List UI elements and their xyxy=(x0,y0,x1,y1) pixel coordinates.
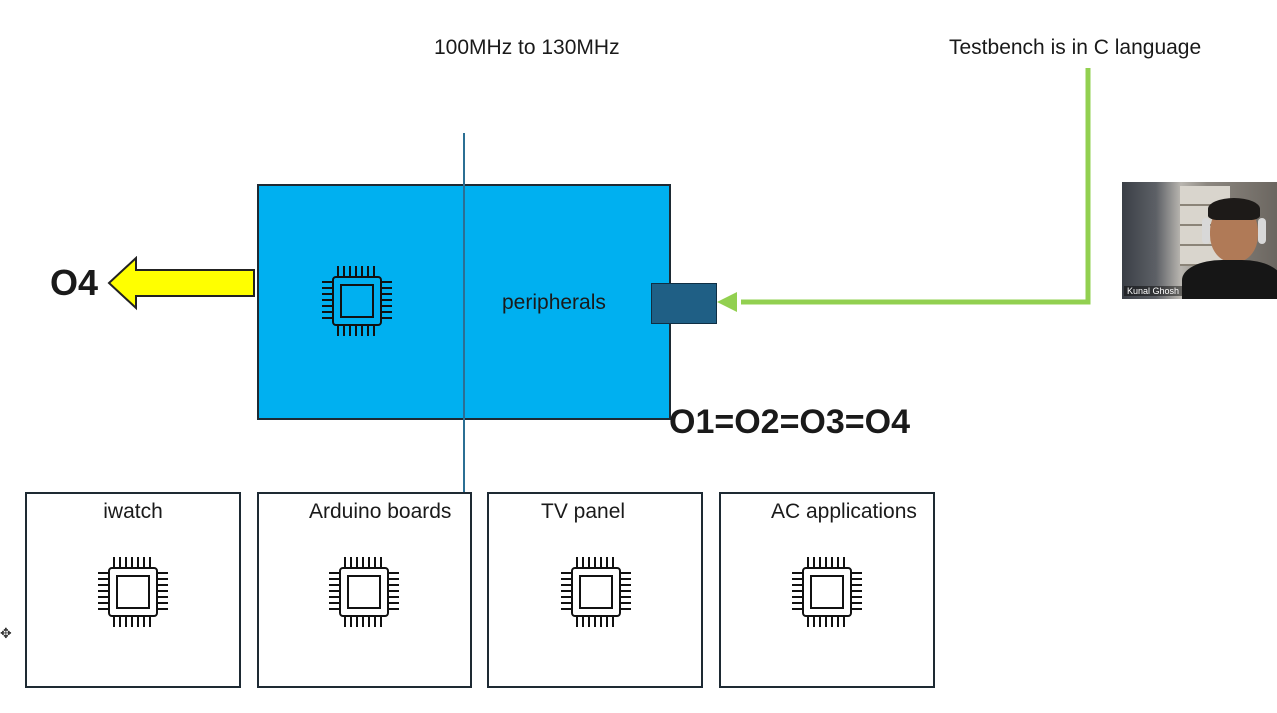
vertical-divider-line xyxy=(463,133,465,530)
participant-video-thumbnail[interactable]: Kunal Ghosh xyxy=(1122,182,1277,299)
move-cursor-icon: ✥ xyxy=(0,625,12,641)
device-label: TV panel xyxy=(541,500,626,523)
device-label: Arduino boards xyxy=(309,500,452,523)
equation-label: O1=O2=O3=O4 xyxy=(669,403,910,441)
participant-name-tag: Kunal Ghosh xyxy=(1124,286,1183,296)
testbench-label: Testbench is in C language xyxy=(949,36,1202,59)
peripheral-port xyxy=(651,283,717,324)
testbench-arrow xyxy=(717,68,1091,312)
headphone-band xyxy=(1258,218,1266,244)
device-label: AC applications xyxy=(771,500,917,523)
processor-chip-icon xyxy=(322,266,392,336)
device-box-tv-panel: TV panel xyxy=(487,492,703,688)
device-label: iwatch xyxy=(103,500,163,523)
participant-body xyxy=(1182,260,1277,299)
frequency-label: 100MHz to 130MHz xyxy=(434,36,620,59)
output-arrow xyxy=(107,256,255,311)
device-box-arduino: Arduino boards xyxy=(257,492,472,688)
device-box-iwatch: iwatch xyxy=(25,492,241,688)
device-chip-icon xyxy=(97,556,169,628)
device-box-ac-applications: AC applications xyxy=(719,492,935,688)
participant-hair xyxy=(1208,198,1260,220)
device-chip-icon xyxy=(328,556,400,628)
peripherals-label: peripherals xyxy=(502,291,606,314)
headphone-band xyxy=(1202,218,1210,244)
device-chip-icon xyxy=(560,556,632,628)
output-label: O4 xyxy=(50,262,99,303)
device-chip-icon xyxy=(791,556,863,628)
